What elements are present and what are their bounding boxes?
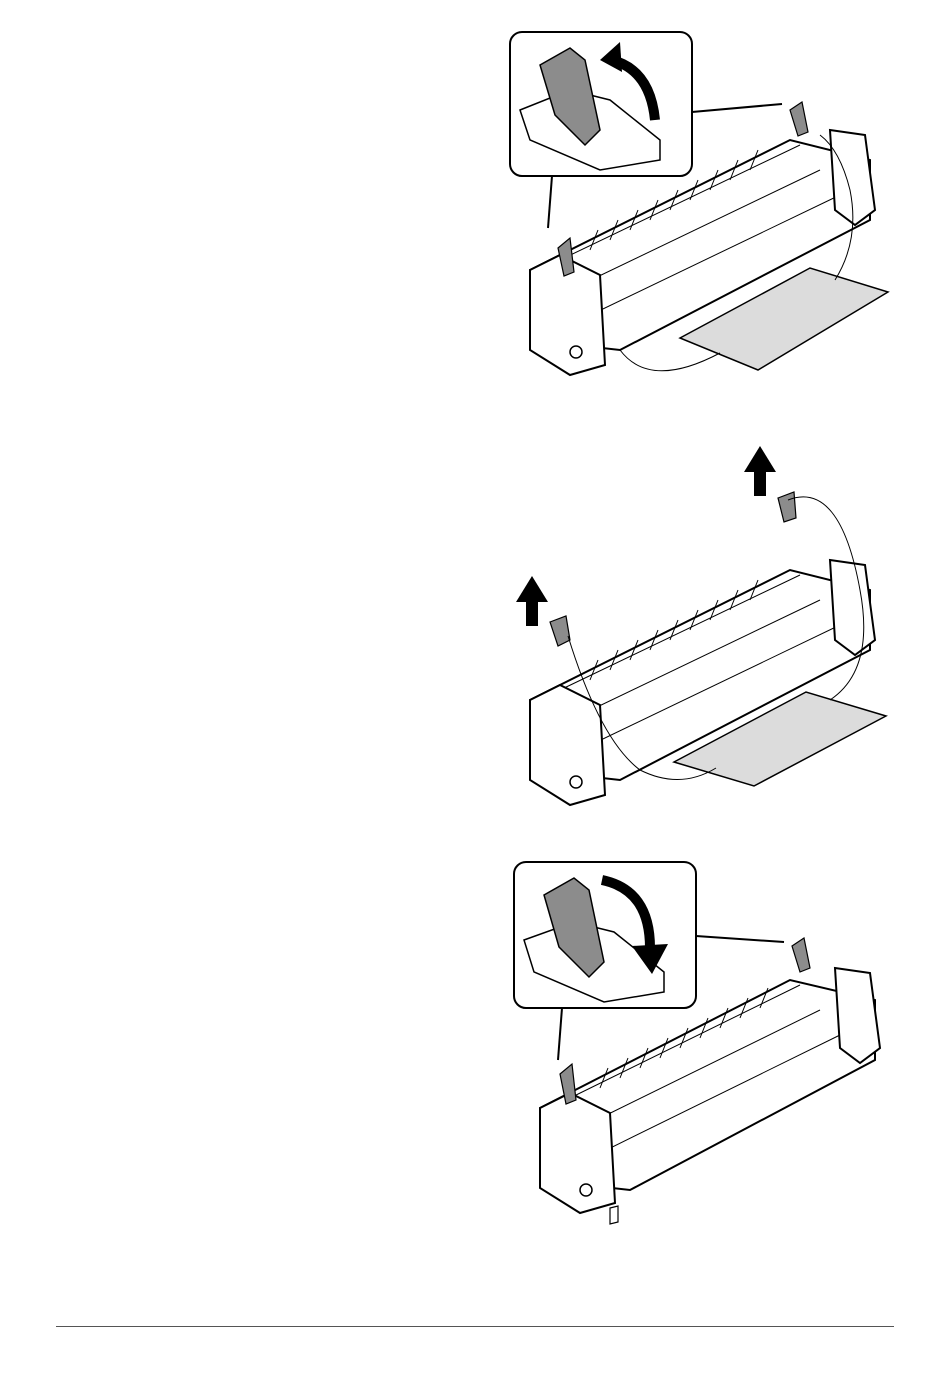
right-lever (790, 102, 808, 136)
fuser-illustration-remove (490, 440, 900, 810)
arrow-up-right-icon (744, 446, 776, 496)
figure-remove-pins (490, 440, 900, 810)
right-pin (778, 492, 796, 522)
left-pin (550, 616, 570, 646)
footer-rule (56, 1326, 894, 1327)
arrow-up-left-icon (516, 576, 548, 626)
fuser-illustration-lower (490, 850, 900, 1230)
figure-lift-levers (490, 20, 900, 390)
right-lever (792, 938, 810, 972)
figure-lower-levers (490, 850, 900, 1230)
fuser-illustration-lift (490, 20, 900, 390)
